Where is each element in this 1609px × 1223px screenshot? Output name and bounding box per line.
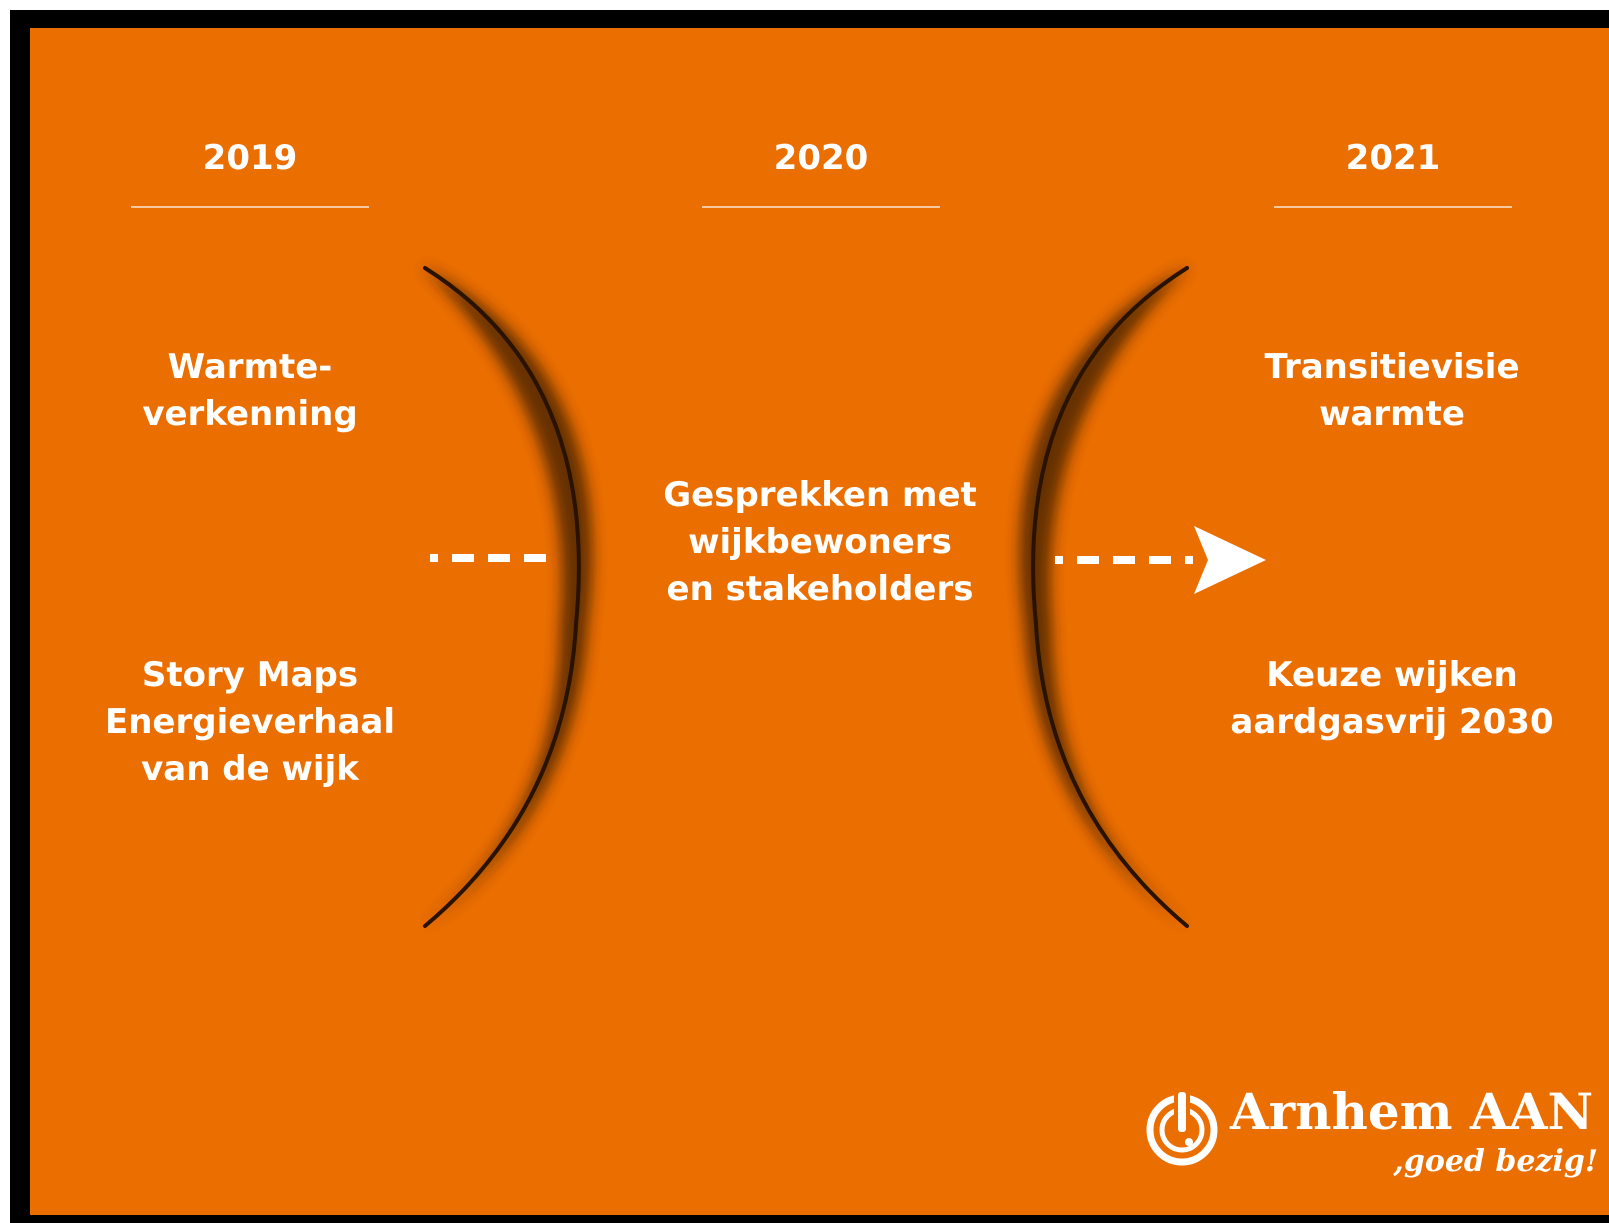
dashed-arrow-right <box>1055 526 1266 594</box>
arnhem-aan-logo: Arnhem AAN ,goed bezig! <box>1142 1076 1609 1206</box>
left-curve-divider <box>422 266 593 928</box>
arrow-head-icon <box>1194 526 1266 594</box>
year-2019-heading: 2019 <box>202 138 298 178</box>
year-2019-underline <box>131 206 369 208</box>
label-keuze-wijken: Keuze wijken aardgasvrij 2030 <box>1230 655 1554 742</box>
right-curve-divider <box>1019 266 1190 928</box>
label-transitievisie: Transitievisie warmte <box>1264 347 1520 434</box>
logo-name: Arnhem AAN <box>1230 1082 1594 1141</box>
timeline-panel: 2019 2020 2021 Warmte- <box>30 28 1609 1215</box>
year-2021-underline <box>1274 206 1512 208</box>
label-gesprekken: Gesprekken met wijkbewoners en stakehold… <box>663 475 977 609</box>
logo-tagline: ,goed bezig! <box>1393 1144 1598 1179</box>
timeline-graphics <box>422 266 1266 928</box>
year-2020-underline <box>702 206 940 208</box>
power-icon <box>1146 1090 1218 1166</box>
label-story-maps: Story Maps Energieverhaal van de wijk <box>104 655 396 789</box>
label-warmteverkenning: Warmte- verkenning <box>142 347 358 434</box>
year-2020-heading: 2020 <box>773 138 869 178</box>
year-2021-heading: 2021 <box>1345 138 1441 178</box>
